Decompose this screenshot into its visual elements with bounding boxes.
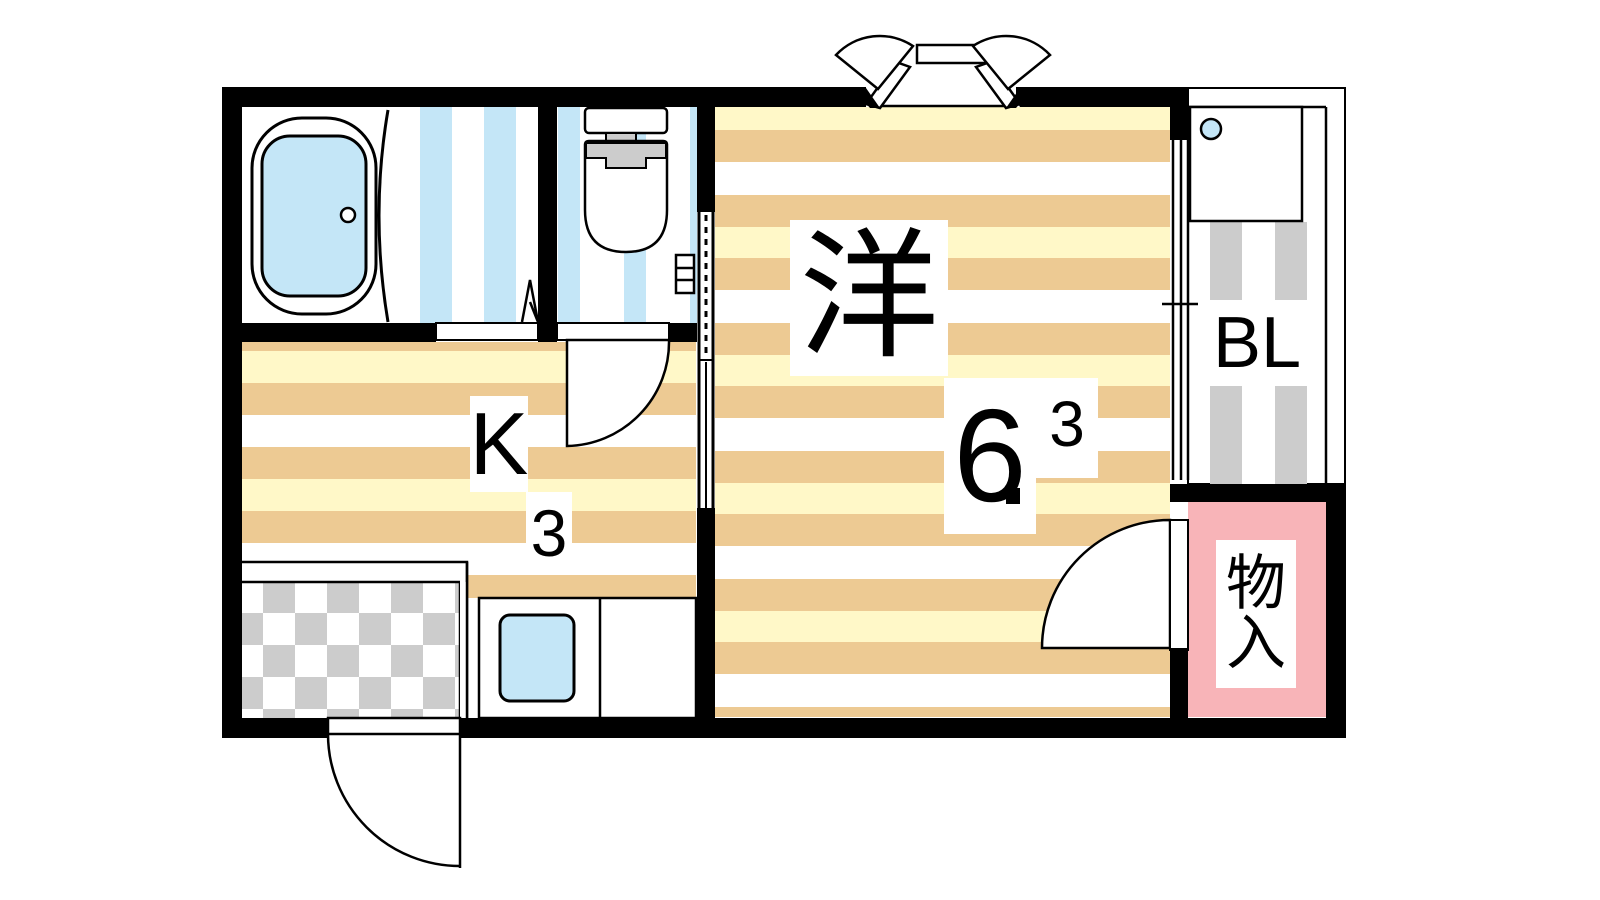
entrance-step [242, 562, 467, 582]
paper-holder-icon [674, 253, 696, 295]
western-room-size-decimal: 3 [1036, 378, 1098, 478]
sliding-door-icon [697, 212, 715, 508]
walls [222, 87, 1346, 738]
toilet-icon [583, 106, 669, 254]
balcony-label-bg [1210, 300, 1308, 386]
drain-icon [1199, 117, 1223, 141]
kitchen-label: K [469, 394, 529, 493]
entrance-floor [242, 581, 468, 718]
bath-doorway [435, 322, 539, 341]
western-room-size-integer: 6 [944, 378, 1036, 534]
storage-label: 物 入 [1216, 540, 1296, 688]
bathtub-icon [250, 109, 390, 323]
bath-door-icon [520, 279, 540, 323]
washer-unit-icon [1188, 105, 1304, 223]
bay-window-icon [834, 34, 1052, 110]
entrance-door-icon [326, 716, 462, 868]
western-room-label: 洋 [790, 220, 948, 376]
closet-door-icon [1040, 518, 1189, 651]
storage-label-bottom: 入 [1226, 609, 1286, 679]
toilet-door-icon [556, 322, 671, 448]
kitchen-counter [477, 596, 698, 720]
kitchen-size: 3 [526, 492, 572, 574]
western-room-size-dot [1006, 488, 1020, 504]
balcony-label: BL [1212, 303, 1302, 383]
storage-label-top: 物 [1226, 549, 1286, 619]
sink-icon [498, 613, 576, 703]
balcony-sliding-window [1162, 140, 1198, 480]
bathroom-wash-area [388, 107, 538, 323]
